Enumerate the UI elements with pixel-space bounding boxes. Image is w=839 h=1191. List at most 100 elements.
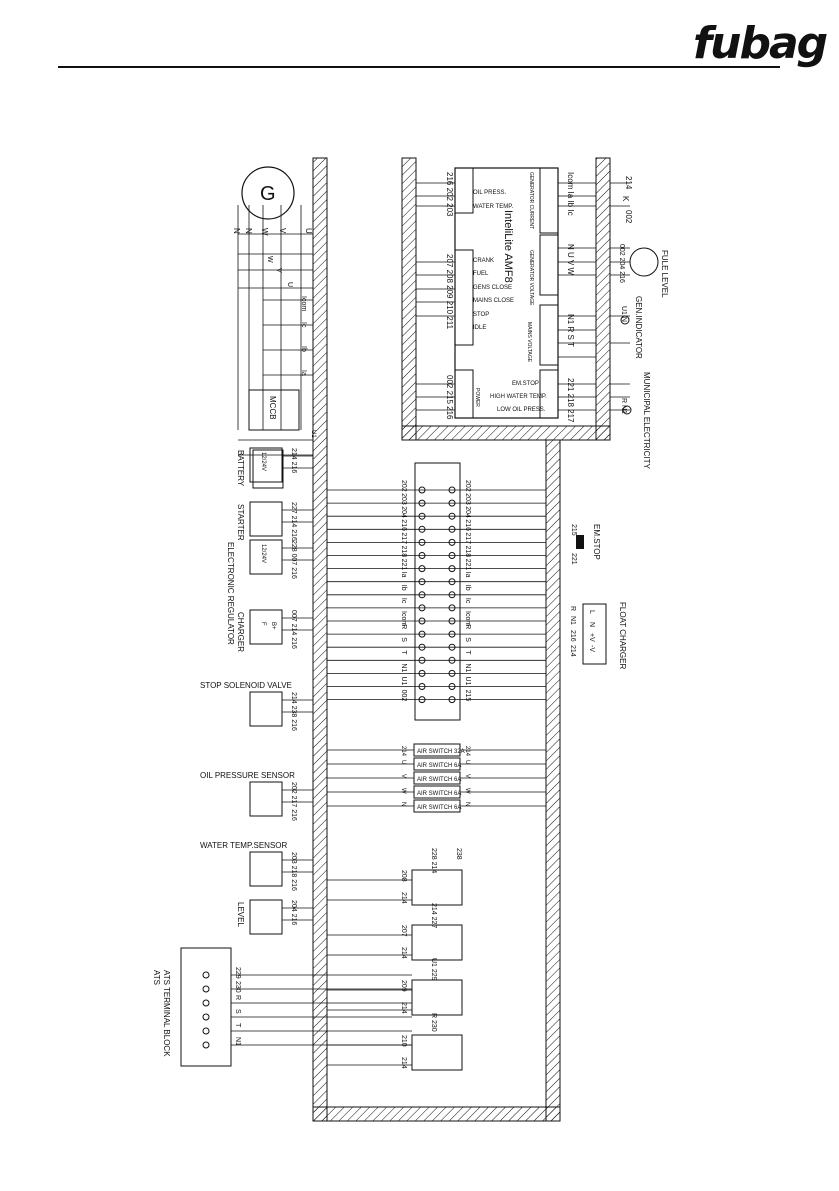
terminal-screw-icon bbox=[448, 552, 456, 559]
ats-wire: 230 bbox=[234, 981, 241, 993]
terminal-left-number: 217 bbox=[400, 532, 407, 544]
terminal-left-number: 202 bbox=[400, 480, 407, 492]
float-terminal-v2: -V bbox=[588, 645, 595, 652]
float-wire-214: 214 bbox=[569, 645, 576, 657]
municipal-lamp-icon bbox=[622, 405, 632, 415]
terminal-screw-icon bbox=[448, 578, 456, 586]
controller-input-water: HIGH WATER TEMP. bbox=[490, 394, 547, 400]
relay-top-wire: 238 bbox=[455, 848, 462, 860]
gen-phase-v: V bbox=[278, 228, 287, 234]
terminal-right-number: 203 bbox=[464, 493, 471, 505]
relay-common: 214 bbox=[400, 1002, 407, 1014]
controller-model: InteliLite AMF8 bbox=[502, 210, 514, 283]
terminal-screw-icon bbox=[418, 630, 426, 638]
terminal-screw-icon bbox=[418, 552, 426, 559]
terminal-left-number: 204 bbox=[400, 506, 407, 518]
gen-indicator-label: GEN.INDICATOR bbox=[634, 296, 643, 359]
terminal-left-number: 216 bbox=[400, 519, 407, 531]
terminal-row: 216 216 bbox=[327, 519, 546, 533]
air-switch-right: N bbox=[464, 802, 470, 806]
terminal-left-number: U1 bbox=[400, 677, 407, 686]
terminal-screw-icon bbox=[448, 630, 456, 638]
component-pin: F bbox=[260, 622, 266, 626]
component-symbol bbox=[249, 447, 283, 483]
gen-indicator-wires: U1 N bbox=[620, 306, 627, 322]
controller-fn-fuel: FUEL bbox=[473, 271, 489, 277]
component-label: WATER TEMP.SENSOR bbox=[200, 841, 287, 850]
relay-box bbox=[411, 1034, 463, 1071]
controller-input-emstop: EM.STOP bbox=[512, 381, 539, 387]
float-terminal-v1: +V bbox=[588, 633, 595, 642]
component-wires: 203 218 216 bbox=[290, 852, 297, 891]
em-stop-switch-icon bbox=[576, 535, 584, 549]
controller-fn-oil: OIL PRESS. bbox=[473, 190, 506, 196]
controller-group-current: GENERATOR CURRENT bbox=[528, 172, 534, 229]
terminal-screw-icon bbox=[448, 696, 456, 704]
em-stop-label: EM.STOP bbox=[592, 524, 601, 560]
terminal-screw-icon bbox=[448, 617, 456, 625]
gen-wire-label-6: Ia bbox=[300, 370, 307, 376]
municipal-label: MUNICIPAL ELECTRICITY bbox=[642, 372, 651, 470]
float-charger-label: FLOAT CHARGER bbox=[618, 602, 627, 669]
terminal-screw-icon bbox=[448, 565, 456, 573]
gen-phase-n1: N bbox=[232, 228, 241, 234]
generator-symbol: G bbox=[260, 183, 276, 205]
component-wires: 202 217 216 bbox=[290, 782, 297, 821]
air-switch-label: AIR SWITCH 6A bbox=[417, 777, 461, 783]
ats-wire: N1 bbox=[234, 1037, 241, 1046]
terminal-left-number: 203 bbox=[400, 493, 407, 505]
component-symbol bbox=[249, 851, 283, 887]
municipal-wires: R N1 bbox=[620, 398, 627, 414]
air-switch-left: N bbox=[400, 802, 406, 806]
relay-coil: 209 bbox=[400, 980, 407, 992]
controller-right-numbers-3: N1 R S T bbox=[566, 314, 575, 347]
gen-wire-label-2: U bbox=[286, 282, 293, 287]
controller-group-genvolt: GENERATOR VOLTAGE bbox=[528, 250, 534, 306]
ats-screw-icon bbox=[202, 1013, 210, 1021]
ats-wire: R bbox=[234, 995, 241, 1000]
terminal-screw-icon bbox=[418, 538, 426, 546]
terminal-screw-icon bbox=[418, 565, 426, 573]
terminal-screw-icon bbox=[418, 656, 426, 664]
component-wires: 214 216 bbox=[290, 448, 297, 473]
controller-fn-power: POWER bbox=[474, 388, 480, 407]
relay-common: 214 bbox=[400, 947, 407, 959]
air-switch-box bbox=[413, 785, 461, 799]
component-detail: 12/24V bbox=[260, 452, 266, 471]
air-switch-left: W bbox=[400, 788, 406, 794]
controller-fn-idle: IDLE bbox=[473, 325, 486, 331]
terminal-left-number: 218 bbox=[400, 546, 407, 558]
component-label: CHARGER bbox=[236, 612, 245, 652]
relay-contacts: 228 214 bbox=[430, 848, 437, 873]
relay: 209 214 U1 229 bbox=[327, 958, 463, 1016]
terminal-right-number: Ia bbox=[464, 572, 471, 578]
air-switch-right: W bbox=[464, 788, 470, 794]
mccb-breaker bbox=[248, 389, 300, 431]
component-wires: 007 214 216 bbox=[290, 610, 297, 649]
relay-contacts: U1 229 bbox=[430, 958, 437, 981]
terminal-screw-icon bbox=[418, 683, 426, 690]
em-stop-wire-1: 215 bbox=[570, 524, 577, 536]
mccb-out-label: U1 bbox=[310, 430, 316, 438]
float-terminal-l: L bbox=[588, 610, 595, 614]
terminal-right-number: 217 bbox=[464, 532, 471, 544]
float-wire-216: 216 bbox=[569, 630, 576, 642]
terminal-screw-icon bbox=[418, 512, 426, 520]
relay-box bbox=[411, 979, 463, 1016]
terminal-right-number: 216 bbox=[464, 519, 471, 531]
air-switch-right: U bbox=[464, 760, 470, 764]
terminal-screw-icon bbox=[418, 669, 426, 677]
relay-contacts: R 230 bbox=[430, 1013, 437, 1032]
